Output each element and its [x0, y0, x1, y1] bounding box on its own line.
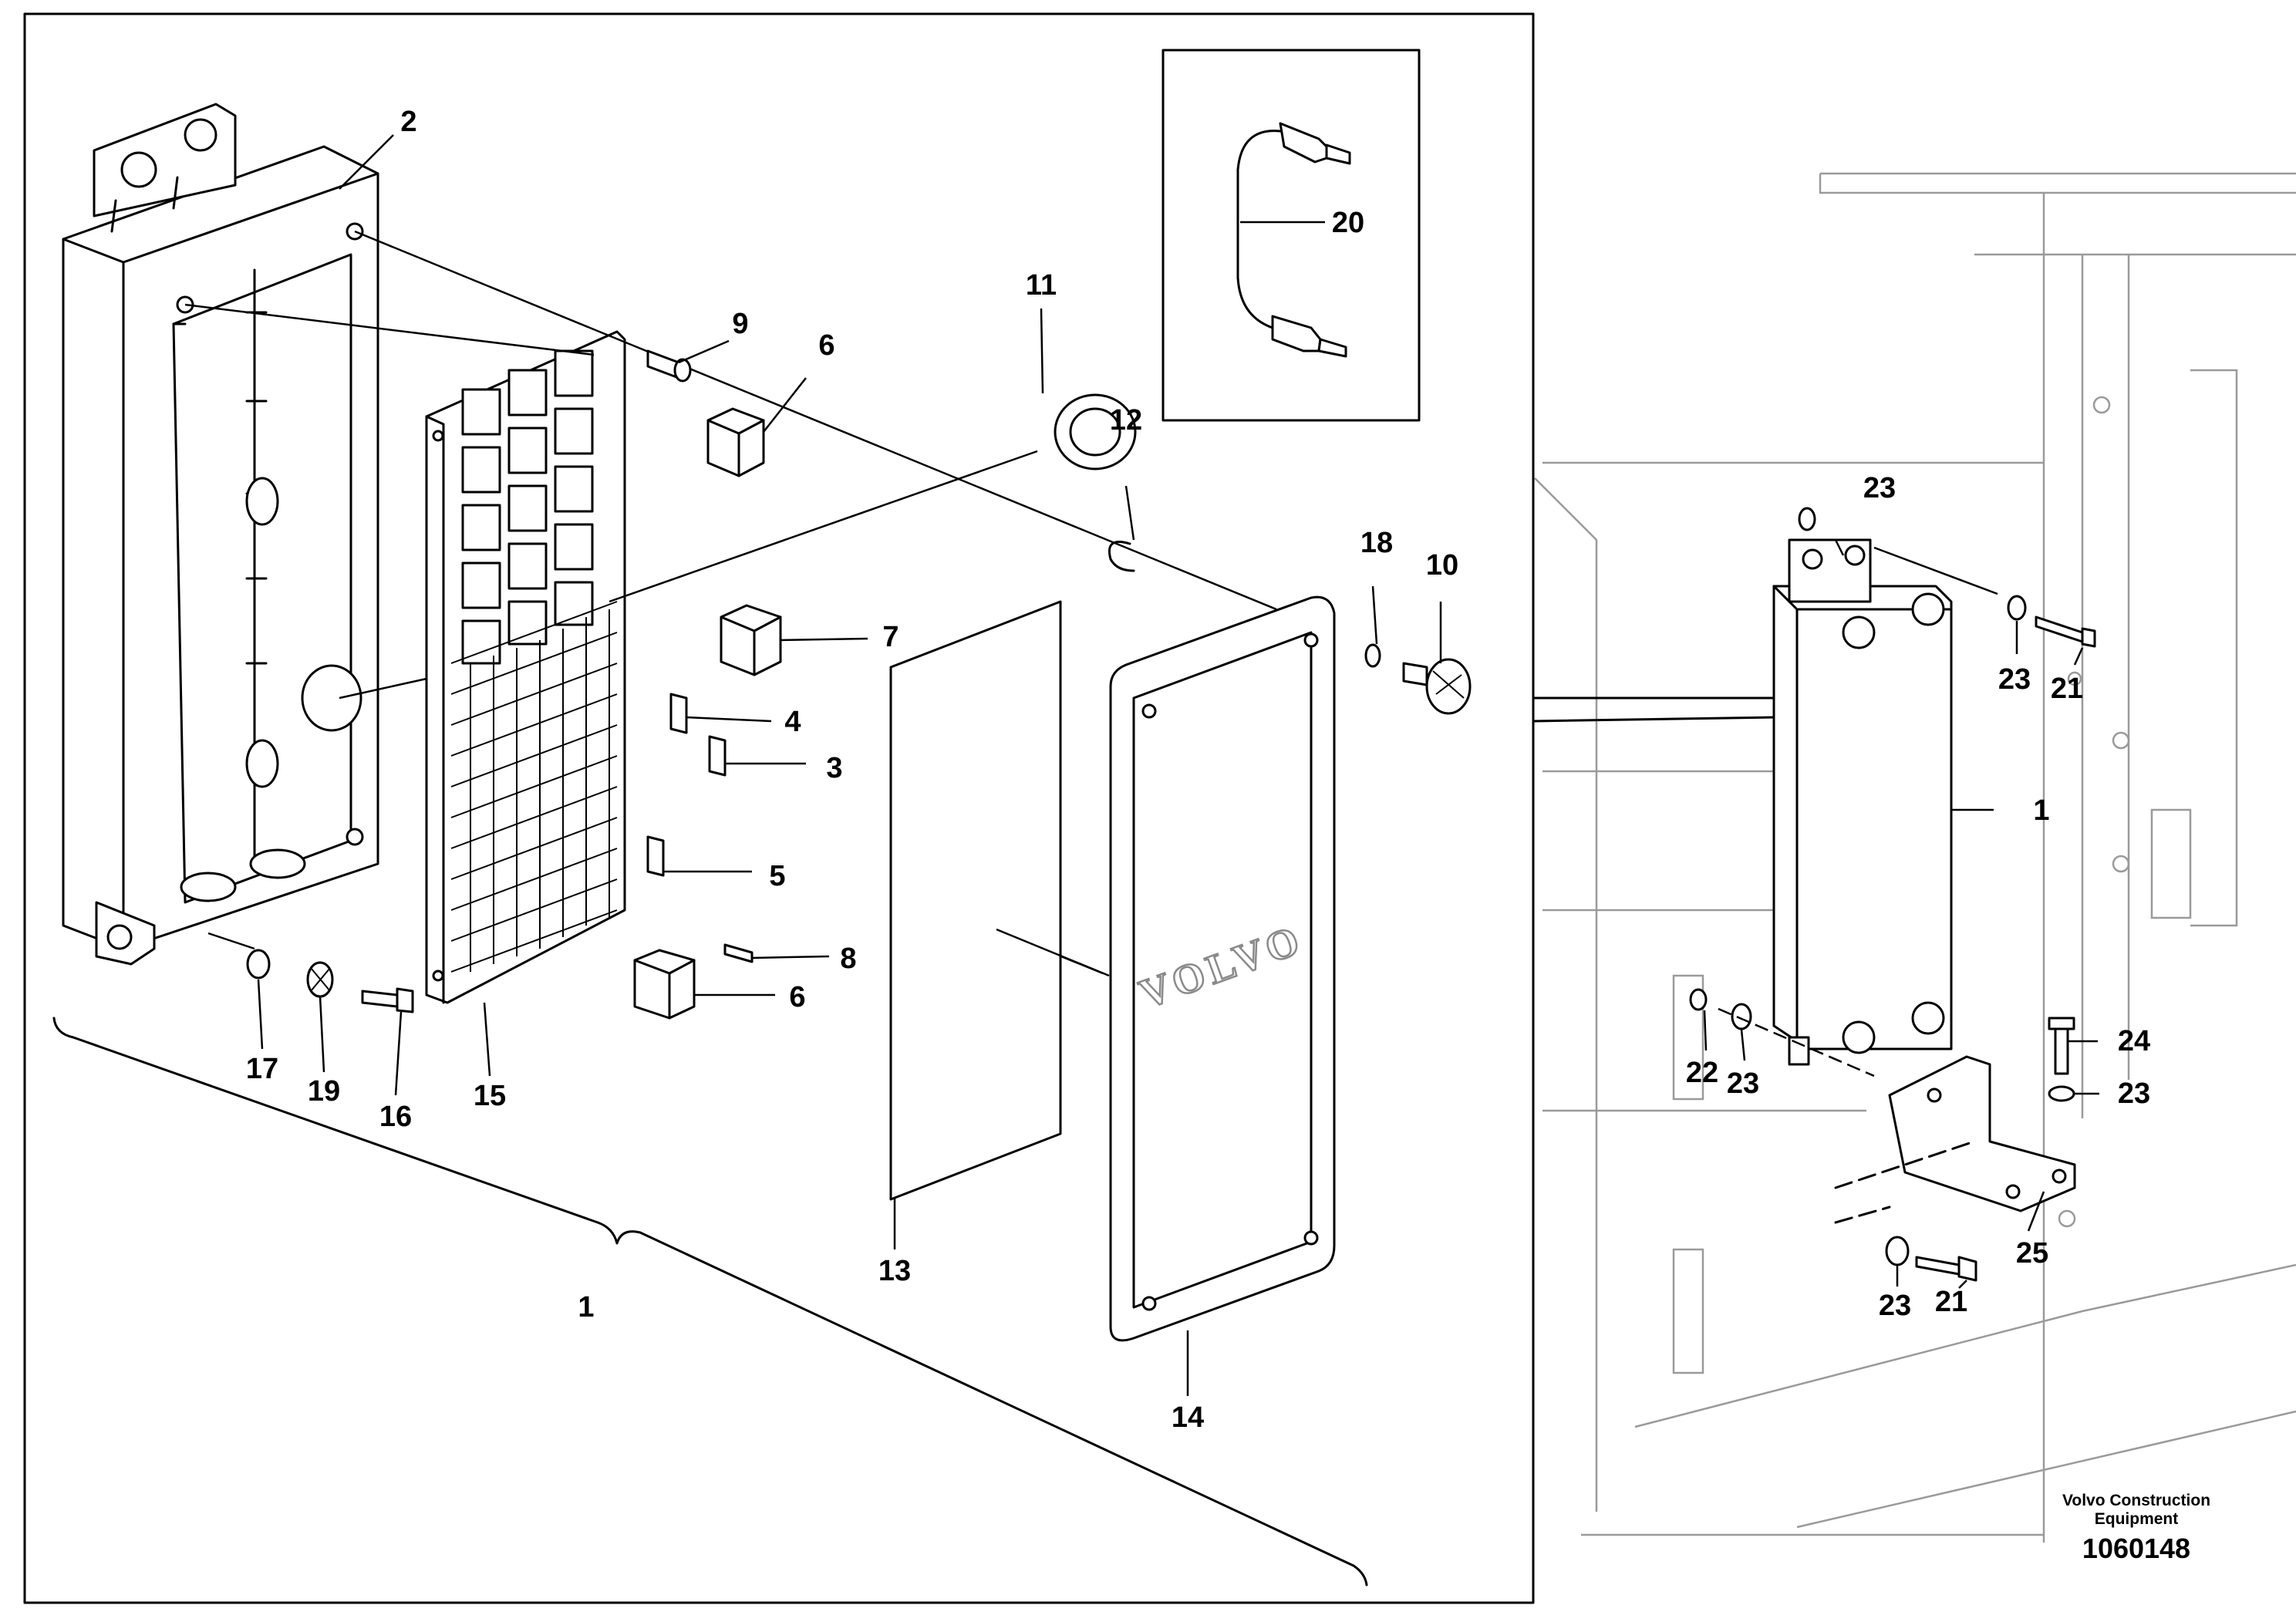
callout-3: 3 — [826, 752, 842, 784]
main-frame — [23, 12, 1775, 1604]
callout-2: 2 — [400, 106, 416, 138]
callout-23-right: 23 — [1998, 663, 2031, 696]
callout-5: 5 — [769, 860, 785, 892]
document-number: 1060148 — [2082, 1533, 2190, 1564]
callout-labels: 1 1 2 3 4 5 6 6 7 8 9 10 11 12 13 14 15 … — [246, 106, 2150, 1434]
callout-19: 19 — [308, 1075, 340, 1108]
maker-name-line2: Equipment — [2095, 1510, 2179, 1528]
callout-14: 14 — [1172, 1401, 1204, 1434]
callout-20: 20 — [1332, 207, 1364, 239]
right-fasteners — [1689, 507, 2096, 1282]
callout-6-bottom: 6 — [789, 981, 805, 1013]
callout-23-washer: 23 — [2118, 1077, 2150, 1110]
callout-21-lower: 21 — [1935, 1286, 1967, 1318]
housing-2 — [62, 103, 379, 966]
fuse-relay-board-15 — [425, 330, 626, 1004]
callout-16: 16 — [379, 1101, 412, 1133]
fuse-grid — [450, 601, 618, 973]
callout-23-bottom: 23 — [1879, 1290, 1911, 1322]
machine-context-drawing — [1534, 172, 2296, 1543]
callout-18: 18 — [1360, 527, 1393, 559]
callout-1-mounted: 1 — [2033, 794, 2049, 827]
maker-name-line1: Volvo Construction — [2062, 1492, 2210, 1509]
callout-23-top: 23 — [1863, 472, 1896, 504]
label-sheet-13 — [889, 600, 1062, 1201]
callout-10: 10 — [1426, 549, 1458, 582]
inset-cable-20 — [1161, 49, 1421, 422]
callout-7: 7 — [882, 621, 899, 653]
callout-23-left: 23 — [1727, 1067, 1759, 1100]
callout-8: 8 — [840, 943, 856, 975]
callout-25: 25 — [2016, 1237, 2048, 1270]
assembly-brace — [52, 1017, 1368, 1587]
callout-12: 12 — [1110, 404, 1142, 437]
callout-17: 17 — [246, 1053, 278, 1085]
bracket-25 — [1834, 1055, 2076, 1224]
callout-13: 13 — [878, 1255, 911, 1287]
callout-22: 22 — [1686, 1057, 1718, 1089]
assembly-lines — [184, 230, 1277, 950]
cover-14 — [996, 595, 1336, 1342]
callout-9: 9 — [732, 308, 748, 340]
small-parts — [246, 349, 1472, 1020]
callout-6-top: 6 — [818, 329, 834, 362]
right-leader-lines — [1703, 539, 2099, 1289]
callout-1-assembly: 1 — [578, 1291, 594, 1324]
fuse-box-mounted — [1772, 538, 1953, 1066]
callout-21-upper: 21 — [2051, 673, 2083, 705]
callout-15: 15 — [474, 1080, 506, 1112]
callout-4: 4 — [784, 706, 801, 738]
callout-24: 24 — [2118, 1025, 2150, 1057]
callout-11: 11 — [1026, 269, 1057, 302]
